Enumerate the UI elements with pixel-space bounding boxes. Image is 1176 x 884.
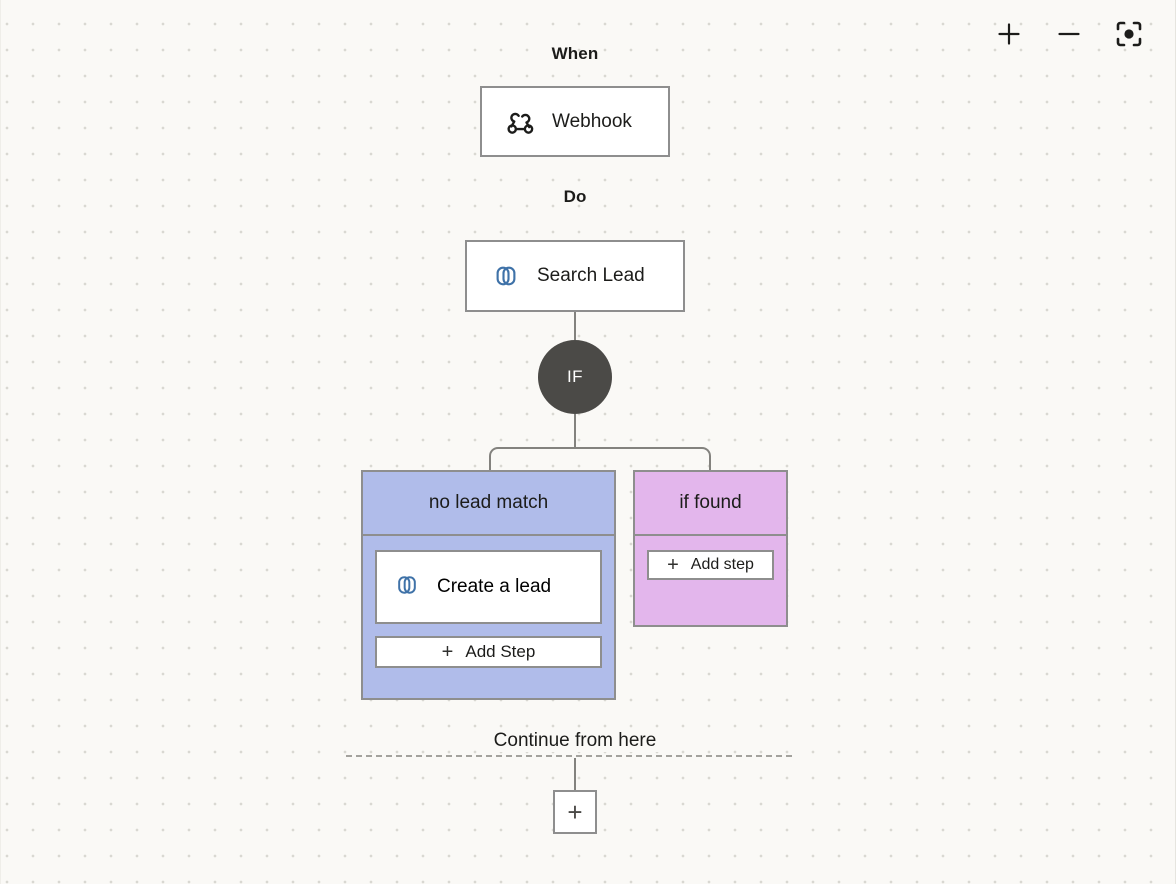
pipedrive-link-icon [489, 261, 523, 291]
step-create-a-lead[interactable]: Create a lead [375, 550, 602, 624]
continue-from-here-label: Continue from here [485, 730, 665, 752]
section-label-do: Do [563, 187, 587, 206]
branch-header-if-found[interactable]: if found [635, 472, 786, 536]
plus-icon: + [441, 641, 454, 663]
condition-node-if[interactable]: IF [538, 340, 612, 414]
condition-node-label: IF [566, 367, 584, 386]
trigger-node-webhook[interactable]: Webhook [480, 86, 670, 157]
plus-icon [996, 21, 1022, 47]
section-label-when: When [551, 44, 599, 63]
fit-view-button[interactable] [1111, 16, 1147, 52]
action-node-label: Search Lead [537, 265, 645, 286]
branch-body-if-found: + Add step [635, 536, 786, 594]
branch-title: no lead match [428, 492, 549, 513]
trigger-node-label: Webhook [552, 110, 632, 132]
connector-if-to-split [574, 414, 576, 448]
branch-header-no-lead-match[interactable]: no lead match [363, 472, 614, 536]
zoom-in-button[interactable] [991, 16, 1027, 52]
zoom-out-button[interactable] [1051, 16, 1087, 52]
add-node-button[interactable]: + [553, 790, 597, 834]
connector-branch-split [489, 447, 711, 475]
connector-action-to-if [574, 312, 576, 340]
step-label: Create a lead [437, 576, 552, 597]
webhook-icon [504, 107, 538, 137]
branch-if-found[interactable]: if found + Add step [633, 470, 788, 627]
branch-body-no-lead-match: Create a lead + Add Step [363, 536, 614, 682]
pipedrive-link-icon [393, 571, 423, 604]
plus-icon: + [667, 554, 679, 576]
focus-center-icon [1115, 20, 1143, 48]
add-step-label: Add Step [465, 642, 536, 661]
continue-divider [346, 755, 792, 757]
connector-continue-to-add [574, 758, 576, 792]
add-step-button-if-found[interactable]: + Add step [647, 550, 774, 580]
canvas-toolbar [991, 16, 1147, 52]
minus-icon [1056, 21, 1082, 47]
branch-title: if found [679, 492, 742, 513]
branch-no-lead-match[interactable]: no lead match Create a lead + Add Step [361, 470, 616, 700]
plus-icon: + [567, 797, 583, 827]
add-step-button-no-lead-match[interactable]: + Add Step [375, 636, 602, 668]
add-step-label: Add step [690, 556, 754, 573]
action-node-search-lead[interactable]: Search Lead [465, 240, 685, 312]
